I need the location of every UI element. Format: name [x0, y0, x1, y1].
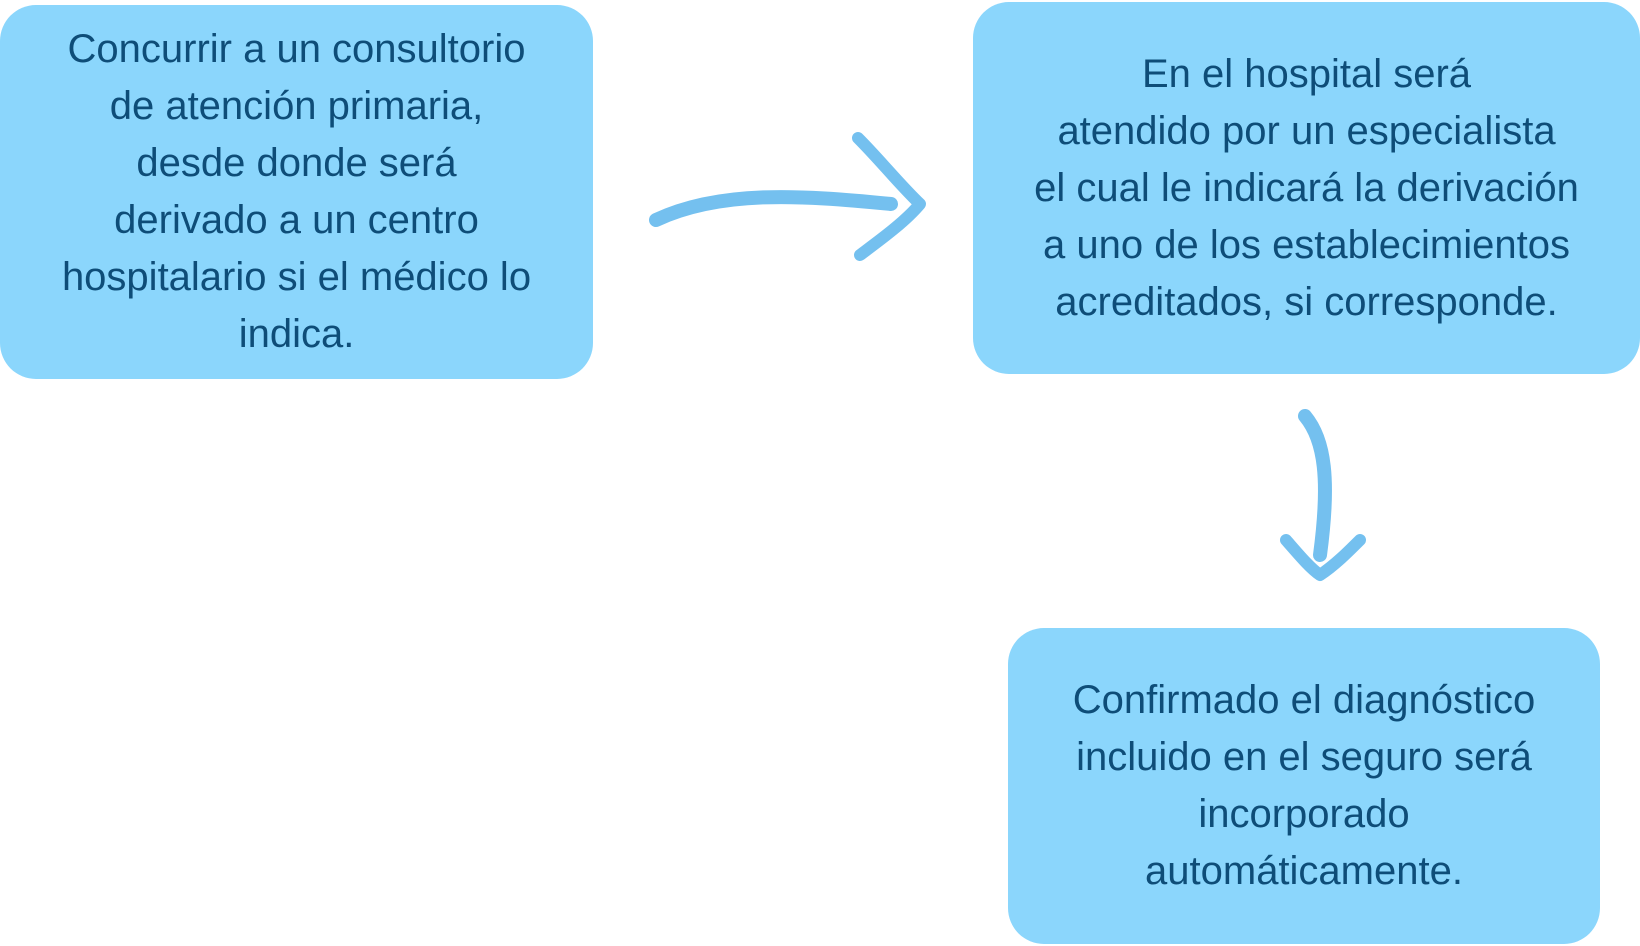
text-line: incorporado [1198, 792, 1410, 836]
step-2-box: En el hospital será atendido por un espe… [973, 2, 1640, 374]
text-line: automáticamente. [1145, 849, 1463, 893]
arrow-down-icon [1280, 409, 1366, 581]
text-line: atendido por un especialista [1057, 108, 1556, 153]
step-3-box: Confirmado el diagnóstico incluido en el… [1008, 628, 1600, 944]
text-line: de atención primaria, [109, 84, 484, 128]
step-3-text: Confirmado el diagnóstico incluido en el… [1073, 672, 1535, 900]
text-line: En el hospital será [1141, 51, 1472, 96]
text-line: Confirmado el diagnóstico [1072, 678, 1536, 722]
step-1-box: Concurrir a un consultorio de atención p… [0, 5, 593, 379]
arrow-right-icon [649, 132, 926, 261]
text-line: a uno de los establecimientos [1043, 222, 1570, 267]
text-line: derivado a un centro [114, 198, 479, 242]
step-1-text: Concurrir a un consultorio de atención p… [62, 21, 531, 363]
text-line: Concurrir a un consultorio [67, 27, 526, 71]
text-line: hospitalario si el médico lo [61, 255, 532, 299]
step-2-text: En el hospital será atendido por un espe… [1034, 46, 1579, 331]
text-line: indica. [238, 312, 355, 356]
text-line: incluido en el seguro será [1076, 735, 1532, 779]
text-line: el cual le indicará la derivación [1034, 165, 1579, 210]
text-line: desde donde será [136, 141, 457, 185]
text-line: acreditados, si corresponde. [1055, 279, 1558, 324]
